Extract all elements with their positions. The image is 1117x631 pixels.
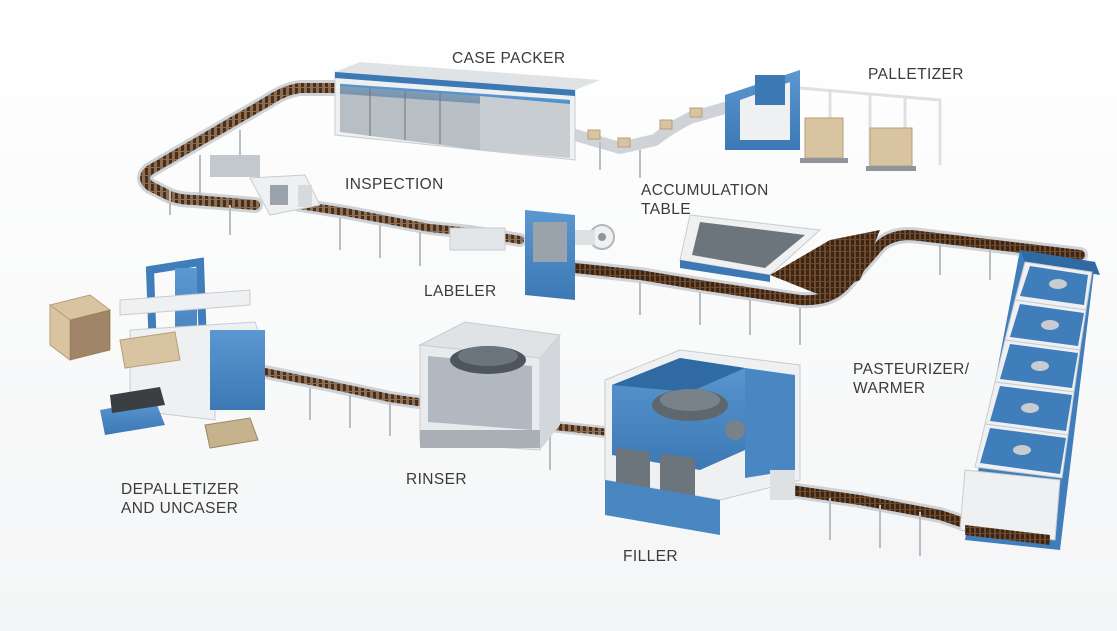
conveyor-depalletizer-to-rinser	[248, 363, 425, 436]
label-labeler: LABELER	[424, 282, 497, 301]
conveyor-upper-loop	[137, 80, 343, 235]
palletizer-machine	[725, 70, 942, 171]
filler-machine	[604, 349, 801, 535]
label-palletizer: PALLETIZER	[868, 65, 964, 84]
label-rinser: RINSER	[406, 470, 467, 489]
label-depalletizer-line1: DEPALLETIZER	[121, 481, 240, 498]
label-case-packer-text: CASE PACKER	[452, 50, 566, 67]
label-pasteurizer-line1: PASTEURIZER/	[853, 361, 970, 378]
label-rinser-text: RINSER	[406, 471, 467, 488]
label-pasteurizer-line2: WARMER	[853, 380, 926, 397]
label-accumulation-line2: TABLE	[641, 201, 691, 218]
label-inspection: INSPECTION	[345, 175, 444, 194]
label-inspection-text: INSPECTION	[345, 176, 444, 193]
label-depalletizer-uncaser: DEPALLETIZER AND UNCASER	[121, 480, 239, 518]
rinser-machine	[418, 321, 561, 451]
label-pasteurizer-warmer: PASTEURIZER/ WARMER	[853, 360, 969, 398]
labeler-machine	[449, 210, 615, 300]
case-packer-machine	[334, 62, 600, 161]
conveyor-case-packer-to-palletizer	[569, 102, 731, 178]
accumulation-table	[679, 214, 880, 295]
pasteurizer-machine	[959, 250, 1100, 550]
label-accumulation-line1: ACCUMULATION	[641, 182, 769, 199]
label-accumulation-table: ACCUMULATION TABLE	[641, 181, 769, 219]
label-case-packer: CASE PACKER	[452, 49, 566, 68]
label-labeler-text: LABELER	[424, 283, 497, 300]
label-filler: FILLER	[623, 547, 678, 566]
inspection-machine	[210, 155, 321, 216]
depalletizer-machine	[48, 257, 266, 449]
label-filler-text: FILLER	[623, 548, 678, 565]
label-palletizer-text: PALLETIZER	[868, 66, 964, 83]
label-depalletizer-line2: AND UNCASER	[121, 500, 239, 517]
